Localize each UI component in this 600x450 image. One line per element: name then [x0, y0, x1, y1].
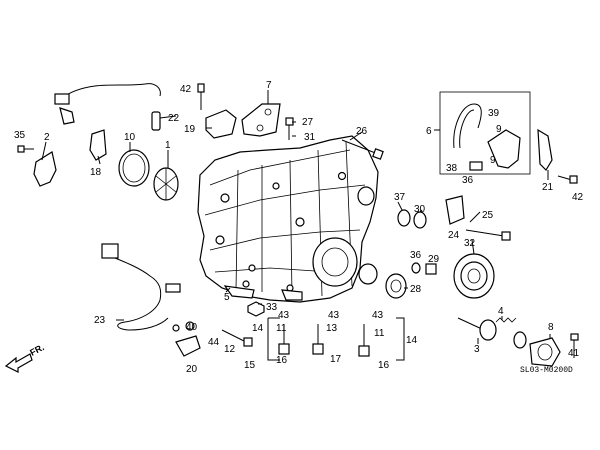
- callout-5: 5: [224, 292, 230, 303]
- callout-38: 38: [446, 163, 458, 174]
- breather-26: [341, 139, 384, 160]
- bolt-35: [17, 145, 34, 153]
- callout-25: 25: [482, 210, 494, 221]
- callout-37: 37: [394, 192, 406, 203]
- callout-labels: 1 2 3 4 5 6 7 8 9 9 10 11 11 12 13 14 14…: [14, 80, 584, 375]
- harness-upper: [54, 83, 161, 131]
- filter-1: [153, 167, 179, 201]
- transmission-housing: [197, 135, 379, 303]
- studs-14-group: [278, 324, 370, 357]
- bolt-3: [457, 317, 497, 341]
- bolt-12: [221, 329, 253, 347]
- callout-43-right: 43: [372, 310, 384, 321]
- bolt-25: [465, 229, 511, 241]
- bracket-18: [89, 129, 107, 161]
- spring-4-34: [495, 317, 527, 349]
- bracket-21: [537, 128, 553, 171]
- front-direction-arrow: FR.: [4, 342, 46, 373]
- callout-7: 7: [266, 80, 272, 91]
- bracket-19: [197, 83, 237, 139]
- callout-28: 28: [410, 284, 422, 295]
- bolt-41: [570, 333, 579, 358]
- callout-31: 31: [304, 132, 316, 143]
- callout-1: 1: [165, 140, 171, 151]
- inset-box-6: [439, 91, 531, 175]
- callout-11-left: 11: [276, 323, 287, 334]
- callout-27: 27: [302, 117, 314, 128]
- callout-39: 39: [488, 108, 500, 119]
- callout-16-right: 16: [378, 360, 390, 371]
- leader-lines: [41, 90, 551, 344]
- callout-32: 32: [464, 238, 476, 249]
- plug-36-29: [411, 262, 437, 275]
- callout-9-upper: 9: [496, 124, 502, 135]
- seal-28: [385, 273, 407, 299]
- callout-36-lower: 36: [410, 250, 422, 261]
- callout-18: 18: [90, 167, 102, 178]
- callout-14-left: 14: [252, 323, 264, 334]
- callout-2: 2: [44, 132, 50, 143]
- bracket-20: [175, 335, 201, 357]
- nut-33: [247, 301, 265, 317]
- callout-23: 23: [94, 315, 106, 326]
- seal-37-30: [397, 209, 427, 229]
- callout-12: 12: [224, 344, 236, 355]
- snap-ring-10: [118, 149, 150, 187]
- callout-44: 44: [208, 337, 220, 348]
- callout-22: 22: [168, 113, 180, 124]
- callout-4: 4: [498, 306, 504, 317]
- bolt-42: [557, 175, 578, 184]
- callout-21: 21: [542, 182, 554, 193]
- callout-20: 20: [186, 364, 198, 375]
- callout-35: 35: [14, 130, 26, 141]
- callout-15: 15: [244, 360, 256, 371]
- callout-26: 26: [356, 126, 368, 137]
- callout-10: 10: [124, 132, 136, 143]
- harness-lower: [101, 243, 181, 331]
- drawing-code: SL03-M0200D: [520, 366, 573, 375]
- housing-8: [529, 337, 561, 367]
- callout-6: 6: [426, 126, 432, 137]
- bracket-lines: [267, 317, 405, 361]
- callout-19: 19: [184, 124, 196, 135]
- callout-3: 3: [474, 344, 480, 355]
- bearing-32: [453, 253, 495, 299]
- callout-8: 8: [548, 322, 554, 333]
- bracket-2: [33, 151, 57, 187]
- bracket-7: [241, 103, 281, 137]
- callout-33: 33: [266, 302, 278, 313]
- callout-13: 13: [326, 323, 338, 334]
- callout-41: 41: [568, 348, 580, 359]
- callout-43-left: 43: [278, 310, 290, 321]
- callout-9-lower: 9: [490, 155, 496, 166]
- callout-30: 30: [414, 204, 426, 215]
- bolt-27-31: [285, 117, 294, 140]
- callout-24: 24: [448, 230, 460, 241]
- direction-label: FR.: [28, 342, 45, 358]
- callout-29: 29: [428, 254, 440, 265]
- callout-17: 17: [330, 354, 342, 365]
- callout-16-left: 16: [276, 355, 288, 366]
- callout-36-upper: 36: [462, 175, 474, 186]
- callout-14-right: 14: [406, 335, 418, 346]
- callout-43-mid: 43: [328, 310, 340, 321]
- callout-42-top: 42: [180, 84, 192, 95]
- callout-40: 40: [186, 322, 198, 333]
- callout-42-right: 42: [572, 192, 584, 203]
- callout-11-right: 11: [374, 328, 385, 339]
- bracket-24: [445, 195, 465, 225]
